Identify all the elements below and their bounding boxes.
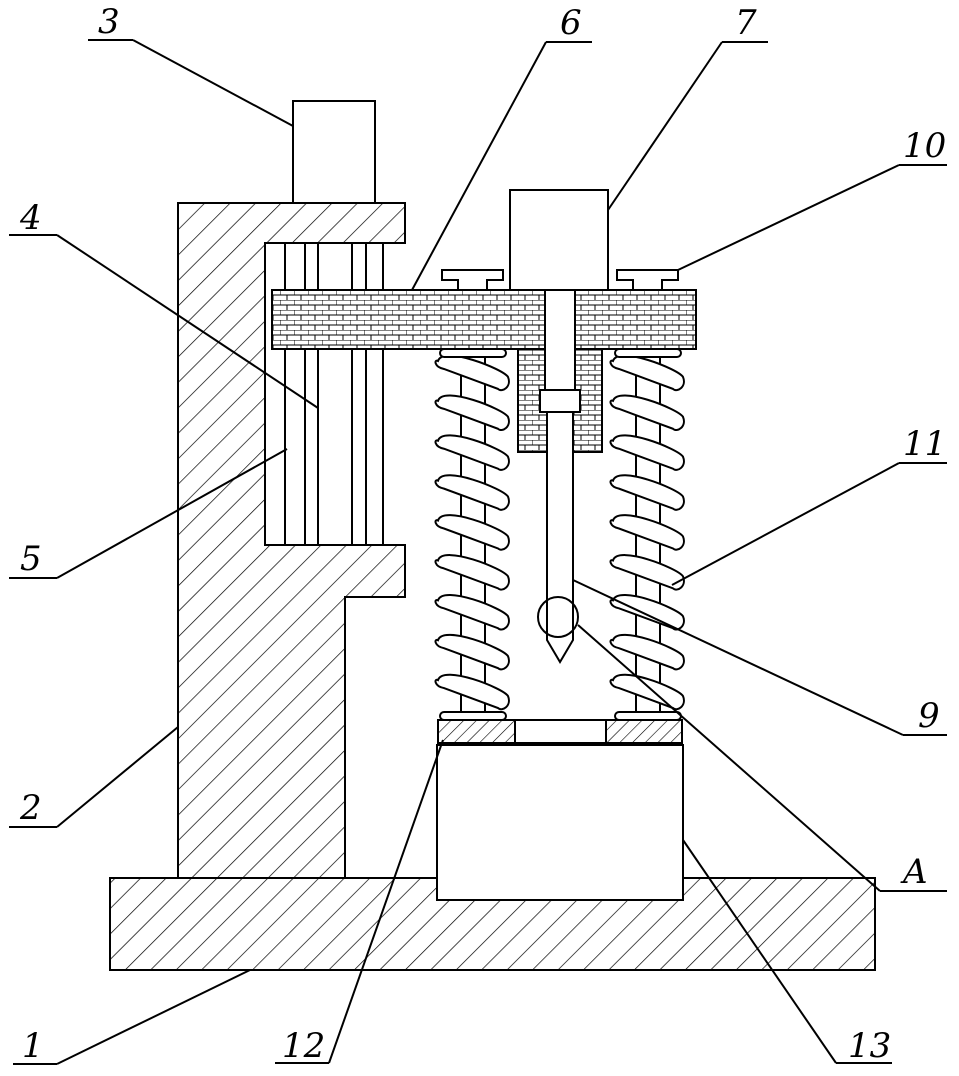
label-13: 13	[848, 1026, 891, 1066]
label-2: 2	[19, 788, 42, 828]
label-12: 12	[282, 1026, 325, 1066]
holder-box	[437, 745, 683, 900]
label-7: 7	[735, 3, 757, 43]
spindle-motor	[510, 190, 608, 290]
label-3: 3	[98, 2, 120, 42]
label-1: 1	[22, 1026, 44, 1066]
label-4: 4	[19, 198, 42, 238]
center-bore	[545, 290, 575, 390]
label-a: A	[900, 852, 928, 892]
top-motor	[293, 101, 375, 203]
bore-socket	[540, 390, 580, 412]
fixture-plate	[438, 720, 682, 743]
moving-plate	[272, 290, 696, 349]
label-11: 11	[903, 424, 946, 464]
label-9: 9	[918, 696, 940, 736]
guide-rails	[285, 243, 383, 545]
drill-rod	[547, 412, 573, 662]
label-10: 10	[903, 126, 946, 166]
label-5: 5	[20, 539, 42, 579]
label-6: 6	[560, 3, 582, 43]
